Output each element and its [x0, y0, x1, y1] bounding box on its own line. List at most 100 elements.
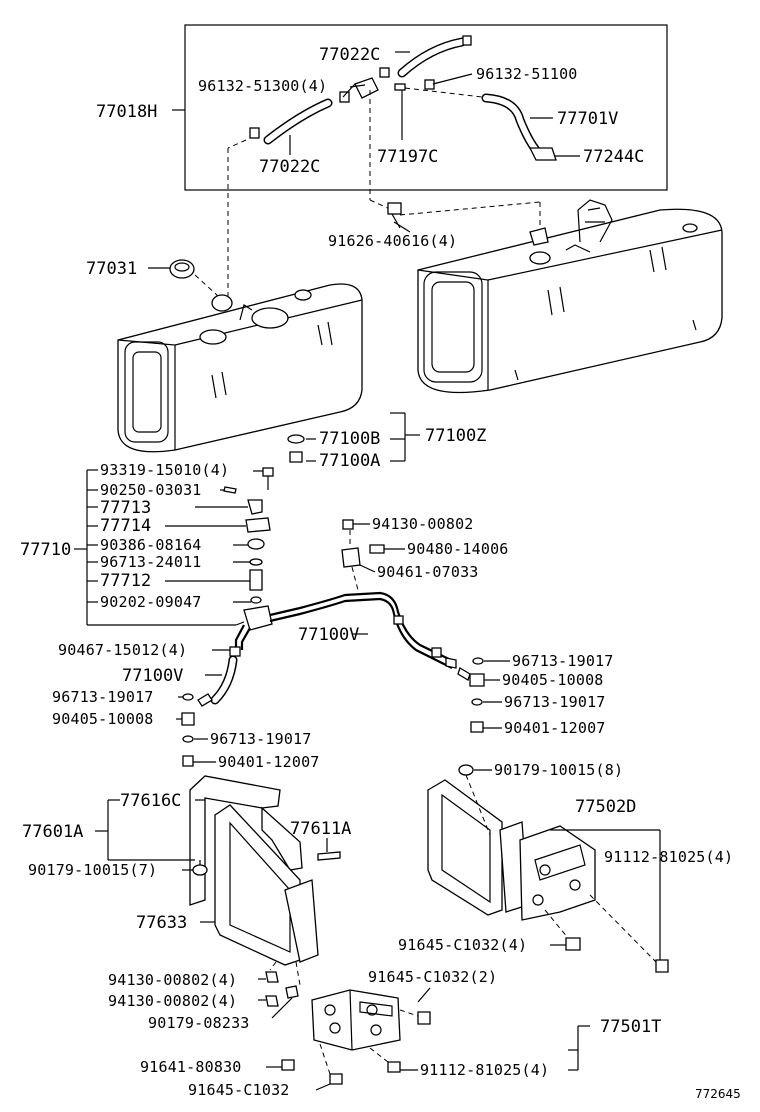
bolt-90179-left [192, 864, 208, 876]
clamp-90461 [341, 547, 361, 568]
label-77031: 77031 [86, 259, 137, 279]
fitting-90405-right [469, 673, 485, 687]
label-94130-00802-4a: 94130-00802(4) [108, 971, 237, 989]
label-96713-19017-l1: 96713-19017 [52, 688, 154, 706]
label-77616c: 77616C [120, 791, 181, 811]
bolt-90480 [369, 544, 385, 554]
nut-94130-a [265, 971, 279, 983]
hose-group-box [184, 24, 668, 191]
fuel-tank-right [417, 199, 723, 394]
label-77100b: 77100B [319, 429, 380, 449]
label-77633: 77633 [136, 913, 187, 933]
label-77712: 77712 [100, 571, 151, 591]
label-91645-c1032-2: 91645-C1032(2) [368, 968, 497, 986]
label-77710: 77710 [20, 540, 71, 560]
label-90461: 90461-07033 [377, 563, 479, 581]
bracket-77616c [189, 775, 303, 906]
label-77501t: 77501T [600, 1017, 661, 1037]
label-90401-right: 90401-12007 [504, 719, 606, 737]
label-77022c-top: 77022C [319, 45, 380, 65]
bolt-90401-left [182, 755, 194, 767]
bracket-77633 [214, 804, 319, 966]
nut-94130 [342, 519, 354, 530]
bolt-77100a [289, 451, 303, 463]
label-91112-81025-4b: 91112-81025(4) [420, 1061, 549, 1079]
label-90405-left: 90405-10008 [52, 710, 154, 728]
label-77100v-left: 77100V [122, 666, 183, 686]
label-90179-08233: 90179-08233 [148, 1014, 250, 1032]
clamp-90467 [229, 646, 241, 657]
plate-77714 [245, 517, 271, 533]
clamp [339, 91, 350, 103]
label-90202: 90202-09047 [100, 593, 202, 611]
bolt-90250 [223, 486, 237, 494]
bolt-91645-c1032 [329, 1073, 343, 1085]
label-94130-top: 94130-00802 [372, 515, 474, 533]
bolt-90401-right [470, 721, 484, 733]
label-91112-81025-4a: 91112-81025(4) [604, 848, 733, 866]
fuel-pipe-77100v [269, 591, 456, 663]
label-96713-24011: 96713-24011 [100, 553, 202, 571]
label-96713-19017-r1: 96713-19017 [512, 652, 614, 670]
washer [529, 227, 549, 246]
bolt-91645-right [565, 937, 581, 951]
label-77100a: 77100A [319, 451, 380, 471]
label-96713-19017-l2: 96713-19017 [210, 730, 312, 748]
label-77713: 77713 [100, 498, 151, 518]
bracket-77502d [427, 779, 596, 921]
label-77714: 77714 [100, 516, 151, 536]
bolt-93319 [262, 467, 274, 477]
label-90250: 90250-03031 [100, 481, 202, 499]
label-96132-51100: 96132-51100 [476, 65, 578, 83]
bolt-77611a [317, 851, 341, 861]
valve-body [243, 605, 273, 631]
bolt-90179-right [458, 764, 474, 776]
label-77701v: 77701V [557, 109, 618, 129]
label-77502d: 77502D [575, 797, 636, 817]
label-77197c: 77197C [377, 147, 438, 167]
label-90405-right: 90405-10008 [502, 671, 604, 689]
label-94130-00802-4b: 94130-00802(4) [108, 992, 237, 1010]
joint-77197c [354, 77, 379, 99]
fitting-90405-left [181, 712, 195, 726]
gasket-90202 [250, 596, 262, 604]
label-96713-19017-r2: 96713-19017 [504, 693, 606, 711]
label-91645-c1032-4: 91645-C1032(4) [398, 936, 527, 954]
bolt-91112-lower [387, 1061, 401, 1073]
label-77244c: 77244C [583, 147, 644, 167]
label-91626: 91626-40616(4) [328, 232, 457, 250]
label-77018h: 77018H [96, 102, 157, 122]
washer-90386 [247, 538, 265, 550]
filler-neck [211, 294, 233, 312]
gasket-77100b [287, 434, 305, 444]
clamp [424, 79, 435, 90]
label-77611a: 77611A [290, 819, 351, 839]
label-96132-51300: 96132-51300(4) [198, 77, 327, 95]
bolt-91626 [387, 202, 402, 215]
bolt-91641 [281, 1059, 295, 1071]
label-91645-c1032: 91645-C1032 [188, 1081, 290, 1099]
bracket-77244c [528, 147, 557, 161]
diagram-id: 772645 [695, 1087, 741, 1101]
gasket-96713-24011 [249, 558, 263, 566]
clamp [249, 127, 260, 139]
label-77022c-bottom: 77022C [259, 157, 320, 177]
label-90480: 90480-14006 [407, 540, 509, 558]
nut-90179-08233 [285, 985, 299, 999]
label-90401-left: 90401-12007 [218, 753, 320, 771]
label-93319: 93319-15010(4) [100, 461, 229, 479]
clamp [462, 35, 472, 46]
nut-94130-b [265, 995, 279, 1007]
fitting [394, 83, 406, 91]
label-90467: 90467-15012(4) [58, 641, 187, 659]
label-91641: 91641-80830 [140, 1058, 242, 1076]
bolt-91112-right [655, 959, 669, 973]
label-77100v-right: 77100V [298, 625, 359, 645]
label-90179-10015-7: 90179-10015(7) [28, 861, 157, 879]
clamp [379, 67, 390, 78]
label-90179-10015-8: 90179-10015(8) [494, 761, 623, 779]
label-77100z: 77100Z [425, 426, 486, 446]
bracket-77713 [247, 499, 263, 515]
bolt-91645-c1032-2 [417, 1011, 431, 1025]
